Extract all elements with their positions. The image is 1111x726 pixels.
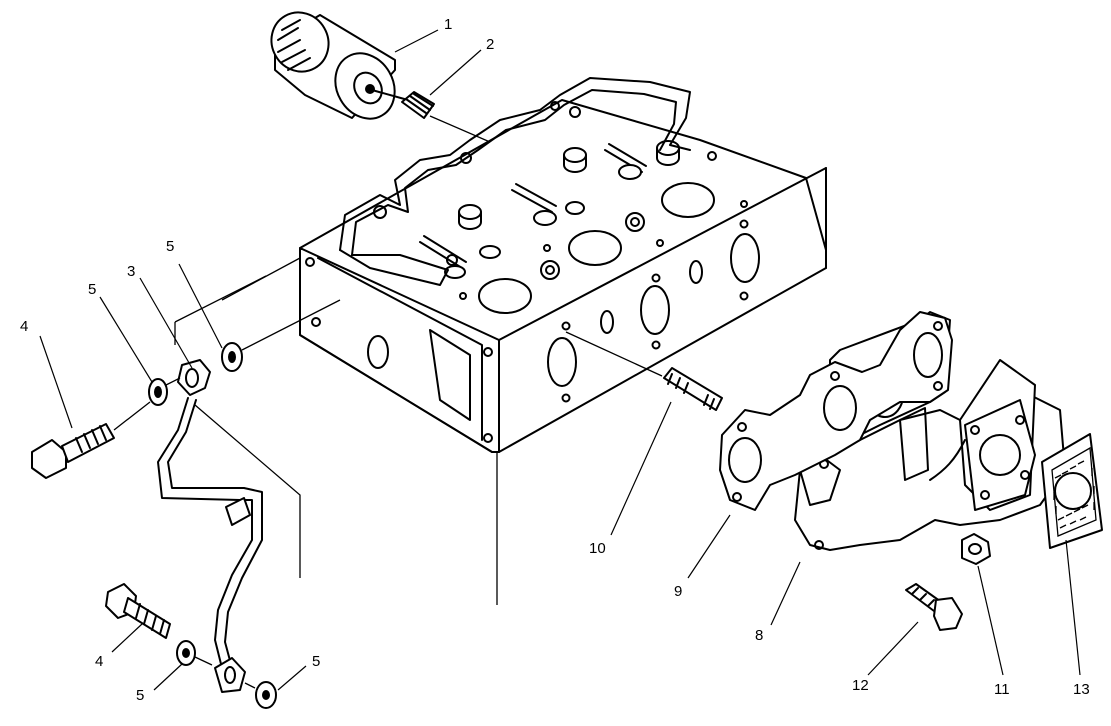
oil-pipe xyxy=(157,359,263,693)
oil-filter xyxy=(270,11,409,120)
callout-13: 13 xyxy=(1073,681,1090,698)
callout-5d: 5 xyxy=(312,653,320,670)
callout-5c: 5 xyxy=(136,687,144,704)
sealing-washers xyxy=(148,299,341,709)
manifold-stud xyxy=(565,331,723,411)
callout-12: 12 xyxy=(852,677,869,694)
cylinder-head xyxy=(174,77,827,605)
manifold-bolt xyxy=(905,583,963,631)
callout-10: 10 xyxy=(589,540,606,557)
manifold-nut xyxy=(961,533,991,565)
callout-9: 9 xyxy=(674,583,682,600)
callout-8: 8 xyxy=(755,627,763,644)
exhaust-port-3 xyxy=(730,233,760,283)
callout-labels: 1 2 3 5 5 4 4 5 5 10 9 8 12 11 13 xyxy=(20,16,1090,704)
exhaust-port-2 xyxy=(640,285,670,335)
flange-gasket xyxy=(1041,433,1103,549)
callout-1: 1 xyxy=(444,16,452,33)
manifold-gasket xyxy=(719,311,953,511)
callout-3: 3 xyxy=(127,263,135,280)
leader-lines xyxy=(39,29,1081,691)
callout-4a: 4 xyxy=(20,318,28,335)
banjo-bolt-upper xyxy=(31,401,151,479)
exhaust-port-1 xyxy=(547,337,577,387)
callout-5a: 5 xyxy=(166,238,174,255)
callout-5b: 5 xyxy=(88,281,96,298)
stud xyxy=(401,91,491,143)
callout-4b: 4 xyxy=(95,653,103,670)
banjo-bolt-lower xyxy=(105,583,171,639)
callout-11: 11 xyxy=(994,681,1010,698)
callout-2: 2 xyxy=(486,36,494,53)
